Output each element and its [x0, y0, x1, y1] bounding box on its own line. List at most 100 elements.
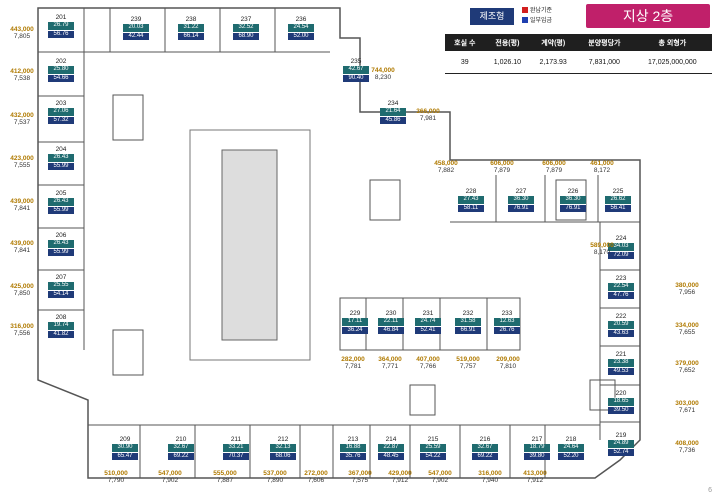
unit-price-label: 408,000 7,736 — [667, 440, 707, 454]
unit-220[interactable]: 220 18.65 39.50 — [608, 390, 634, 414]
unit-232[interactable]: 232 31.58 66.91 — [455, 310, 481, 334]
unit-contract-area: 52.00 — [288, 31, 314, 40]
unit-contract-area: 76.91 — [560, 203, 586, 212]
unit-contract-area: 54.22 — [420, 451, 446, 460]
unit-number: 221 — [615, 351, 627, 358]
unit-exclusive-area: 24.54 — [288, 24, 314, 32]
unit-price-label: 367,000 7,575 — [340, 470, 380, 484]
unit-price-label: 380,000 7,956 — [667, 282, 707, 296]
unit-215[interactable]: 215 25.59 54.22 — [420, 436, 446, 460]
unit-exclusive-area: 21.64 — [380, 108, 406, 116]
unit-price-per-pyeong: 7,810 — [499, 363, 517, 370]
unit-contract-area: 42.44 — [123, 31, 149, 40]
summary-header-row: 호실 수 전용(평) 계약(평) 분양평당가 총 외형가 — [445, 34, 712, 51]
unit-price-per-pyeong: 7,912 — [526, 477, 544, 484]
unit-exclusive-area: 26.62 — [605, 196, 631, 204]
unit-number: 231 — [422, 310, 434, 317]
unit-price-per-pyeong: 7,771 — [381, 363, 399, 370]
unit-total-price: 429,000 — [388, 470, 412, 477]
unit-price-label: 555,000 7,887 — [205, 470, 245, 484]
unit-216[interactable]: 216 32.67 69.22 — [472, 436, 498, 460]
unit-222[interactable]: 222 20.59 43.63 — [608, 313, 634, 337]
unit-contract-area: 70.37 — [223, 451, 249, 460]
unit-225[interactable]: 225 26.62 56.41 — [605, 188, 631, 212]
unit-212[interactable]: 212 32.13 68.06 — [270, 436, 296, 460]
unit-204[interactable]: 204 26.43 55.99 — [48, 146, 74, 170]
unit-exclusive-area: 19.74 — [48, 322, 74, 330]
unit-238[interactable]: 238 31.22 66.14 — [178, 16, 204, 40]
unit-number: 225 — [612, 188, 624, 195]
unit-206[interactable]: 206 26.43 55.99 — [48, 232, 74, 256]
unit-price-label: 425,000 7,850 — [2, 283, 42, 297]
unit-207[interactable]: 207 25.55 54.14 — [48, 274, 74, 298]
unit-231[interactable]: 231 24.74 52.41 — [415, 310, 441, 334]
unit-price-label: 282,000 7,781 — [333, 356, 373, 370]
unit-price-label: 432,000 7,537 — [2, 112, 42, 126]
unit-price-label: 547,000 7,902 — [150, 470, 190, 484]
unit-202[interactable]: 202 25.80 54.66 — [48, 58, 74, 82]
unit-contract-area: 52.41 — [415, 325, 441, 334]
unit-219[interactable]: 219 24.89 52.74 — [608, 432, 634, 456]
unit-total-price: 744,000 — [371, 67, 395, 74]
unit-237[interactable]: 237 32.52 68.90 — [233, 16, 259, 40]
unit-contract-area: 41.82 — [48, 329, 74, 338]
unit-203[interactable]: 203 27.06 57.32 — [48, 100, 74, 124]
unit-total-price: 439,000 — [10, 240, 34, 247]
unit-226[interactable]: 226 36.30 76.91 — [560, 188, 586, 212]
unit-221[interactable]: 221 23.38 49.53 — [608, 351, 634, 375]
unit-contract-area: 36.24 — [342, 325, 368, 334]
unit-total-price: 316,000 — [478, 470, 502, 477]
unit-208[interactable]: 208 19.74 41.82 — [48, 314, 74, 338]
unit-price-label: 606,000 7,879 — [482, 160, 522, 174]
unit-201[interactable]: 201 26.79 56.76 — [48, 14, 74, 38]
unit-number: 201 — [55, 14, 67, 21]
unit-number: 220 — [615, 390, 627, 397]
unit-exclusive-area: 27.06 — [48, 108, 74, 116]
unit-price-label: 316,000 7,940 — [470, 470, 510, 484]
unit-217[interactable]: 217 18.79 39.80 — [524, 436, 550, 460]
unit-218[interactable]: 218 24.64 52.20 — [558, 436, 584, 460]
unit-price-label: 364,000 7,771 — [370, 356, 410, 370]
unit-210[interactable]: 210 32.67 69.22 — [168, 436, 194, 460]
unit-224[interactable]: 224 34.03 72.09 — [608, 235, 634, 259]
unit-233[interactable]: 233 12.63 26.76 — [494, 310, 520, 334]
unit-239[interactable]: 239 20.03 42.44 — [123, 16, 149, 40]
unit-total-price: 589,000 — [590, 242, 614, 249]
unit-214[interactable]: 214 22.87 48.45 — [378, 436, 404, 460]
unit-total-price: 364,000 — [378, 356, 402, 363]
unit-price-per-pyeong: 7,940 — [481, 477, 499, 484]
unit-number: 211 — [230, 436, 242, 443]
unit-223[interactable]: 223 22.54 47.76 — [608, 275, 634, 299]
unit-contract-area: 49.53 — [608, 366, 634, 375]
unit-236[interactable]: 236 24.54 52.00 — [288, 16, 314, 40]
unit-total-price: 282,000 — [341, 356, 365, 363]
unit-contract-area: 76.91 — [508, 203, 534, 212]
unit-209[interactable]: 209 30.90 65.47 — [112, 436, 138, 460]
unit-contract-area: 55.99 — [48, 161, 74, 170]
unit-exclusive-area: 26.43 — [48, 198, 74, 206]
unit-213[interactable]: 213 16.88 35.76 — [340, 436, 366, 460]
unit-contract-area: 39.80 — [524, 451, 550, 460]
unit-price-per-pyeong: 7,766 — [419, 363, 437, 370]
unit-235[interactable]: 235 42.67 90.40 — [343, 58, 369, 82]
unit-total-price: 334,000 — [675, 322, 699, 329]
unit-230[interactable]: 230 22.11 46.84 — [378, 310, 404, 334]
unit-228[interactable]: 228 27.43 58.11 — [458, 188, 484, 212]
unit-total-price: 537,000 — [263, 470, 287, 477]
unit-229[interactable]: 229 17.11 36.24 — [342, 310, 368, 334]
unit-227[interactable]: 227 36.30 76.91 — [508, 188, 534, 212]
unit-205[interactable]: 205 26.43 55.99 — [48, 190, 74, 214]
unit-number: 209 — [119, 436, 131, 443]
unit-211[interactable]: 211 33.21 70.37 — [223, 436, 249, 460]
unit-price-label: 744,000 8,230 — [363, 67, 403, 81]
unit-234[interactable]: 234 21.64 45.86 — [380, 100, 406, 124]
unit-exclusive-area: 17.11 — [342, 318, 368, 326]
unit-contract-area: 39.50 — [608, 405, 634, 414]
unit-exclusive-area: 18.79 — [524, 444, 550, 452]
unit-price-per-pyeong: 7,850 — [13, 290, 31, 297]
unit-price-per-pyeong: 7,902 — [161, 477, 179, 484]
total-value: 17,025,000,000 — [632, 51, 712, 74]
unit-price-per-pyeong: 8,170 — [593, 249, 611, 256]
unit-number: 214 — [385, 436, 397, 443]
